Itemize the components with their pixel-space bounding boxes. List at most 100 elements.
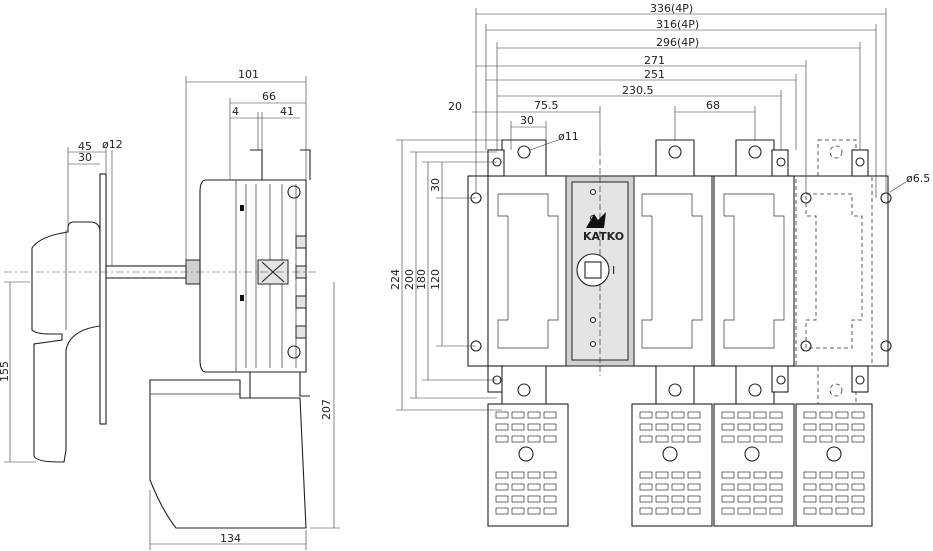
brand-logo-text: KATKO	[583, 230, 624, 243]
vent-slot	[511, 435, 525, 443]
dim-68: 68	[706, 99, 720, 112]
dim-41: 41	[280, 105, 294, 118]
vent-slot	[655, 423, 669, 431]
cover-screw	[518, 446, 534, 462]
vent-slot	[495, 495, 509, 503]
vent-slot	[851, 435, 865, 443]
vent-slot	[753, 411, 767, 419]
vent-slot	[737, 423, 751, 431]
vent-slot	[495, 411, 509, 419]
vent-slot	[851, 471, 865, 479]
vent-slot	[835, 411, 849, 419]
vent-slot	[687, 507, 701, 515]
terminal-cover	[149, 379, 307, 529]
vent-slot	[721, 495, 735, 503]
vent-slot	[721, 411, 735, 419]
vent-slot	[655, 483, 669, 491]
vent-slot	[721, 423, 735, 431]
vent-slot	[851, 507, 865, 515]
dim-phi65: ø6.5	[906, 172, 930, 185]
dim-296: 296(4P)	[656, 36, 699, 49]
pole-3	[713, 175, 795, 367]
vent-slot	[511, 423, 525, 431]
vent-slot	[753, 507, 767, 515]
vent-slot	[803, 495, 817, 503]
vent-slot	[655, 471, 669, 479]
vent-slot	[803, 423, 817, 431]
dim-phi11: ø11	[558, 130, 579, 143]
terminal-covers	[487, 403, 873, 527]
vent-slot	[851, 411, 865, 419]
vent-slot	[671, 507, 685, 515]
vent-slot	[655, 435, 669, 443]
vent-slot	[753, 483, 767, 491]
dim-4: 4	[232, 105, 239, 118]
vent-slot	[819, 435, 833, 443]
vent-slot	[687, 483, 701, 491]
dim-66: 66	[262, 90, 276, 103]
vent-slot	[543, 483, 557, 491]
vent-slot	[511, 495, 525, 503]
vent-slot	[721, 483, 735, 491]
vent-slot	[655, 411, 669, 419]
vent-slot	[737, 483, 751, 491]
vent-slot	[819, 495, 833, 503]
vent-slot	[803, 411, 817, 419]
dim-v200: 200	[403, 269, 416, 290]
vent-slot	[671, 471, 685, 479]
vent-slot	[835, 507, 849, 515]
side-dimensions: 101 66 4 41 45 30 ø12 155 207 134	[0, 68, 340, 550]
dim-75: 75.5	[534, 99, 559, 112]
vent-slot	[835, 483, 849, 491]
vent-slot	[671, 435, 685, 443]
vent-slot	[495, 423, 509, 431]
vent-slot	[721, 471, 735, 479]
vent-slot	[543, 471, 557, 479]
vent-slot	[687, 495, 701, 503]
vent-slot	[687, 435, 701, 443]
vent-slot	[671, 423, 685, 431]
vent-slot	[737, 471, 751, 479]
vent-slot	[753, 423, 767, 431]
brand-logo-mark	[586, 212, 606, 228]
vent-slot	[511, 411, 525, 419]
front-view: I KATKO	[389, 2, 930, 527]
dim-v120: 120	[429, 269, 442, 290]
vent-slot	[639, 423, 653, 431]
dim-101: 101	[238, 68, 259, 81]
cover-screw	[744, 446, 760, 462]
vent-slot	[527, 495, 541, 503]
dim-230: 230.5	[622, 84, 654, 97]
vent-slot	[819, 471, 833, 479]
vent-slot	[495, 471, 509, 479]
vent-slot	[671, 483, 685, 491]
vent-slot	[753, 495, 767, 503]
vent-slot	[495, 507, 509, 515]
cover-screw	[662, 446, 678, 462]
vent-slot	[543, 435, 557, 443]
pole-2	[631, 175, 713, 367]
vent-slot	[835, 423, 849, 431]
vent-slot	[835, 435, 849, 443]
vent-slot	[753, 471, 767, 479]
vent-slot	[687, 471, 701, 479]
vent-slot	[737, 435, 751, 443]
vent-slot	[819, 423, 833, 431]
vent-slot	[639, 483, 653, 491]
vent-slot	[639, 471, 653, 479]
vent-slot	[671, 495, 685, 503]
front-dimensions: 336(4P) 316(4P) 296(4P) 271 251 230.5 20…	[389, 2, 930, 411]
dim-251: 251	[644, 68, 665, 81]
vent-slot	[769, 471, 783, 479]
vent-slot	[803, 507, 817, 515]
vent-slot	[655, 495, 669, 503]
vent-slot	[721, 435, 735, 443]
vent-slot	[527, 471, 541, 479]
vent-slot	[639, 435, 653, 443]
vent-slot	[769, 483, 783, 491]
vent-slot	[737, 507, 751, 515]
vent-slot	[639, 507, 653, 515]
vent-slot	[769, 435, 783, 443]
dim-271: 271	[644, 54, 665, 67]
vent-slot	[495, 483, 509, 491]
